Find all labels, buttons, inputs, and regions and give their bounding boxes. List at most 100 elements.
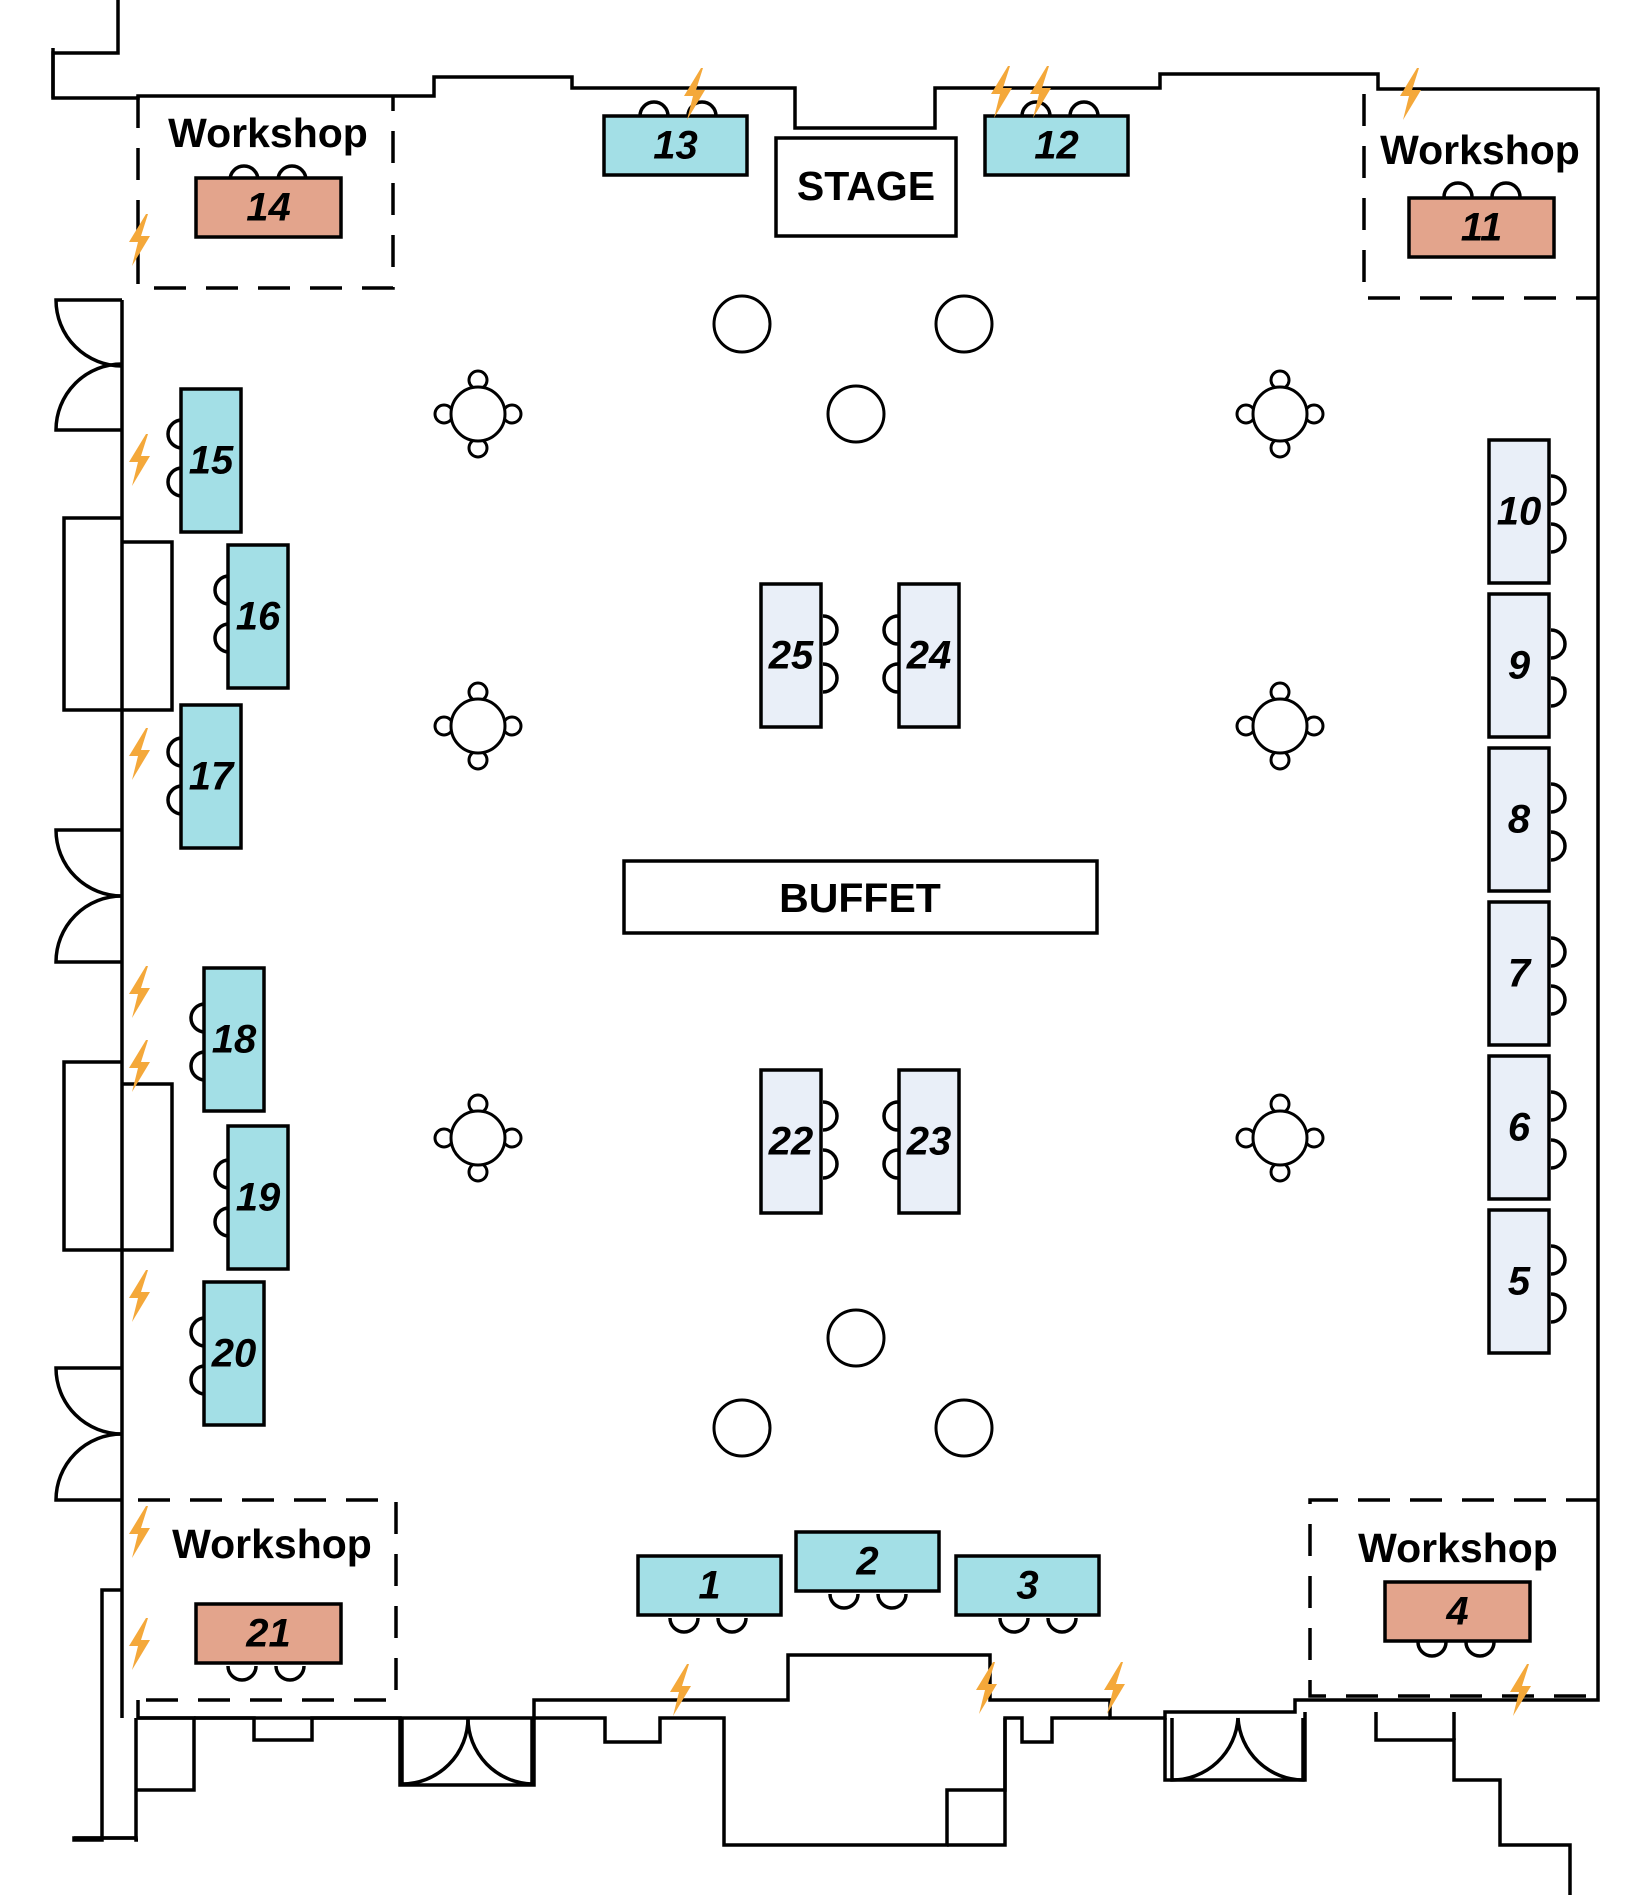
booth-rect[interactable]: [226, 543, 290, 690]
booth-rect[interactable]: [194, 176, 343, 239]
booth-1[interactable]: 1: [636, 1554, 783, 1617]
booth-24[interactable]: 24: [897, 582, 961, 729]
booth-3[interactable]: 3: [954, 1554, 1101, 1617]
round-tables: [712, 294, 994, 1458]
booth-number: 13: [653, 124, 698, 168]
cocktail-table-icon: [433, 369, 523, 459]
round-table: [712, 294, 772, 354]
booth-rect[interactable]: [194, 1602, 343, 1665]
booth-rect[interactable]: [1487, 900, 1551, 1047]
power-outlet-icon: [129, 1506, 150, 1558]
booth-22[interactable]: 22: [759, 1068, 823, 1215]
workshop-label: Workshop: [1380, 127, 1580, 173]
booth-15[interactable]: 15: [179, 387, 243, 534]
booth-number: 23: [906, 1120, 952, 1164]
booth-number: 9: [1508, 644, 1531, 688]
power-outlet-icon: [1104, 1662, 1125, 1714]
booth-10[interactable]: 10: [1487, 438, 1551, 585]
power-outlet-icon: [129, 1618, 150, 1670]
booth-rect[interactable]: [1487, 1208, 1551, 1355]
booth-number: 24: [906, 634, 952, 678]
booth-8[interactable]: 8: [1487, 746, 1551, 893]
booth-18[interactable]: 18: [202, 966, 266, 1113]
booth-number: 7: [1508, 952, 1532, 996]
booth-number: 17: [189, 755, 235, 799]
booth-11[interactable]: 11: [1407, 196, 1556, 259]
booth-number: 20: [211, 1332, 257, 1376]
booth-20[interactable]: 20: [202, 1280, 266, 1427]
workshop-area-top-left: Workshop: [136, 96, 395, 290]
buffet-label: BUFFET: [779, 875, 941, 921]
booth-rect[interactable]: [1487, 1054, 1551, 1201]
booth-number: 5: [1508, 1260, 1531, 1304]
booth-rect[interactable]: [794, 1530, 941, 1593]
booth-number: 4: [1445, 1590, 1468, 1634]
booth-13[interactable]: 13: [602, 114, 749, 177]
power-outlet-icon: [991, 66, 1012, 118]
booth-number: 8: [1508, 798, 1531, 842]
power-outlet-icon: [129, 434, 150, 486]
cocktail-table-icon: [433, 681, 523, 771]
booth-rect[interactable]: [897, 582, 961, 729]
booth-rect[interactable]: [202, 1280, 266, 1427]
booth-6[interactable]: 6: [1487, 1054, 1551, 1201]
round-table: [826, 384, 886, 444]
booth-number: 16: [236, 595, 281, 639]
booth-12[interactable]: 12: [983, 114, 1130, 177]
door-swing-icon: [54, 298, 123, 1502]
booth-rect[interactable]: [1487, 746, 1551, 893]
booth-rect[interactable]: [1487, 438, 1551, 585]
booth-21[interactable]: 21: [194, 1602, 343, 1665]
booth-rect[interactable]: [897, 1068, 961, 1215]
workshop-label: Workshop: [168, 110, 368, 156]
booth-7[interactable]: 7: [1487, 900, 1551, 1047]
power-outlet-icon: [976, 1662, 997, 1714]
booth-number: 25: [768, 634, 814, 678]
booth-number: 19: [236, 1176, 281, 1220]
booth-19[interactable]: 19: [226, 1124, 290, 1271]
cocktail-table-icon: [1235, 369, 1325, 459]
booth-number: 10: [1497, 490, 1542, 534]
cocktail-table-icon: [1235, 681, 1325, 771]
cocktail-tables: [433, 369, 1325, 1183]
booth-9[interactable]: 9: [1487, 592, 1551, 739]
booth-number: 22: [768, 1120, 814, 1164]
booth-23[interactable]: 23: [897, 1068, 961, 1215]
booth-rect[interactable]: [202, 966, 266, 1113]
power-outlet-icon: [129, 966, 150, 1018]
booth-rect[interactable]: [954, 1554, 1101, 1617]
cocktail-table-icon: [1235, 1093, 1325, 1183]
booth-rect[interactable]: [179, 703, 243, 850]
booth-number: 12: [1034, 124, 1079, 168]
booth-rect[interactable]: [602, 114, 749, 177]
power-outlet-icon: [129, 728, 150, 780]
booth-rect[interactable]: [983, 114, 1130, 177]
booth-14[interactable]: 14: [194, 176, 343, 239]
power-outlet-icon: [1400, 68, 1421, 120]
booth-4[interactable]: 4: [1383, 1580, 1532, 1643]
booth-rect[interactable]: [1407, 196, 1556, 259]
booth-number: 6: [1508, 1106, 1531, 1150]
round-table: [934, 1398, 994, 1458]
booth-rect[interactable]: [179, 387, 243, 534]
booth-rect[interactable]: [759, 582, 823, 729]
booth-number: 14: [246, 186, 291, 230]
workshop-label: Workshop: [172, 1521, 372, 1567]
booth-rect[interactable]: [1383, 1580, 1532, 1643]
workshop-area-bottom-right: Workshop: [1308, 1498, 1598, 1698]
booth-25[interactable]: 25: [759, 582, 823, 729]
booth-number: 18: [212, 1018, 257, 1062]
booth-16[interactable]: 16: [226, 543, 290, 690]
workshop-area-top-right: Workshop: [1362, 94, 1598, 300]
booth-rect[interactable]: [226, 1124, 290, 1271]
power-outlet-icon: [670, 1664, 691, 1716]
booth-2[interactable]: 2: [794, 1530, 941, 1593]
stage: STAGE: [774, 136, 958, 238]
booth-5[interactable]: 5: [1487, 1208, 1551, 1355]
booth-rect[interactable]: [1487, 592, 1551, 739]
booth-rect[interactable]: [759, 1068, 823, 1215]
booth-rect[interactable]: [636, 1554, 783, 1617]
booth-17[interactable]: 17: [179, 703, 243, 850]
building-walls: [51, 0, 1600, 1895]
